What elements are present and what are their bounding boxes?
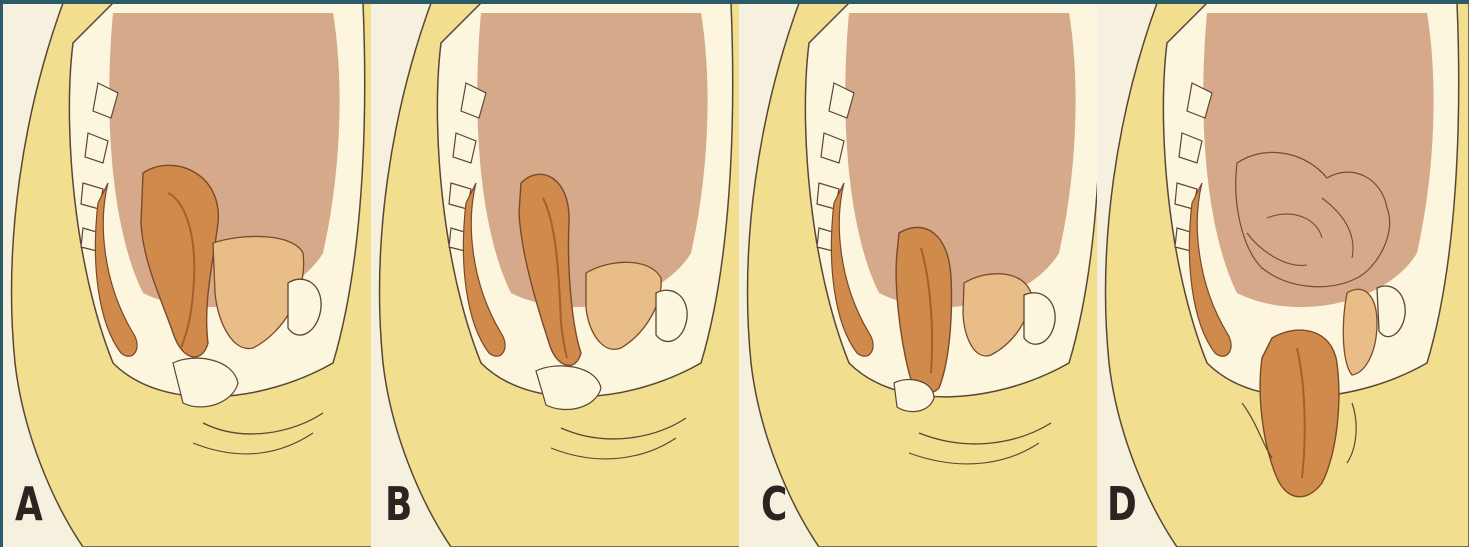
illustration-strip: A B: [3, 3, 1469, 547]
panel-label-c: C: [761, 477, 787, 531]
pelvis-section-a-image: [3, 3, 375, 547]
panel-c: C: [739, 3, 1111, 547]
panel-d: D: [1097, 3, 1469, 547]
pelvis-section-c-image: [739, 3, 1111, 547]
panel-a: A: [3, 3, 375, 547]
panel-label-b: B: [385, 477, 412, 531]
pelvis-section-b-image: [371, 3, 743, 547]
panel-label-d: D: [1107, 477, 1137, 531]
panel-label-a: A: [15, 477, 43, 531]
panel-b: B: [371, 3, 743, 547]
pelvis-section-d-image: [1097, 3, 1469, 547]
top-frame-border: [0, 0, 1469, 4]
